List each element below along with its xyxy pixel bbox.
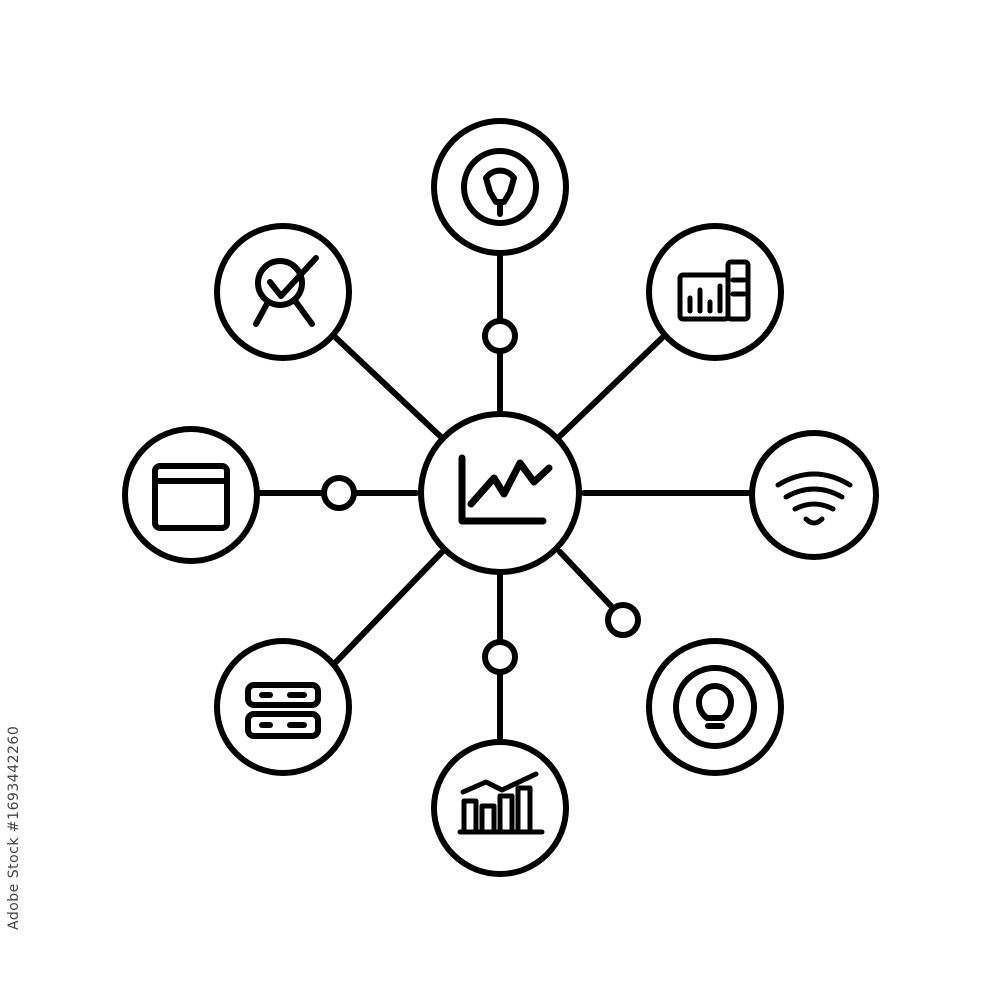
wifi-signal-icon [775, 471, 853, 526]
circular-target-icon [461, 148, 539, 226]
node-right [749, 430, 879, 560]
stock-label: Adobe Stock [6, 837, 22, 930]
connector-top-left [331, 333, 443, 439]
line-chart-icon [458, 454, 553, 525]
node-bottom-right [646, 638, 784, 776]
node-bottom-left [214, 638, 352, 776]
node-top-left [214, 223, 352, 361]
asset-id: #1693442260 [6, 725, 22, 833]
stock-watermark: Adobe Stock #1693442260 [6, 726, 22, 930]
connector-bottom-left [333, 549, 445, 665]
browser-window-icon [152, 463, 230, 531]
junction-dot-bottom-right [605, 602, 641, 638]
node-top-right-circle [646, 223, 784, 361]
hub-node [418, 411, 582, 575]
junction-dot-top [482, 318, 518, 354]
node-top [431, 118, 569, 256]
node-left [122, 426, 260, 564]
bar-chart-trend-icon [457, 771, 545, 835]
checkmark-person-icon [253, 255, 319, 327]
junction-dots [321, 318, 641, 675]
node-left-circle [122, 426, 260, 564]
connector-top-right [557, 333, 667, 439]
junction-dot-left [321, 475, 357, 511]
junction-dot-bottom [482, 639, 518, 675]
node-top-circle [431, 118, 569, 256]
node-bottom [431, 739, 569, 877]
server-stack-icon [245, 682, 321, 739]
connector-bottom-right [557, 549, 615, 610]
node-bottom-right-circle [646, 638, 784, 776]
node-top-right [646, 223, 784, 361]
lightbulb-icon [673, 665, 757, 749]
node-right-circle [749, 430, 879, 560]
dashboard-panel-icon [677, 259, 751, 322]
